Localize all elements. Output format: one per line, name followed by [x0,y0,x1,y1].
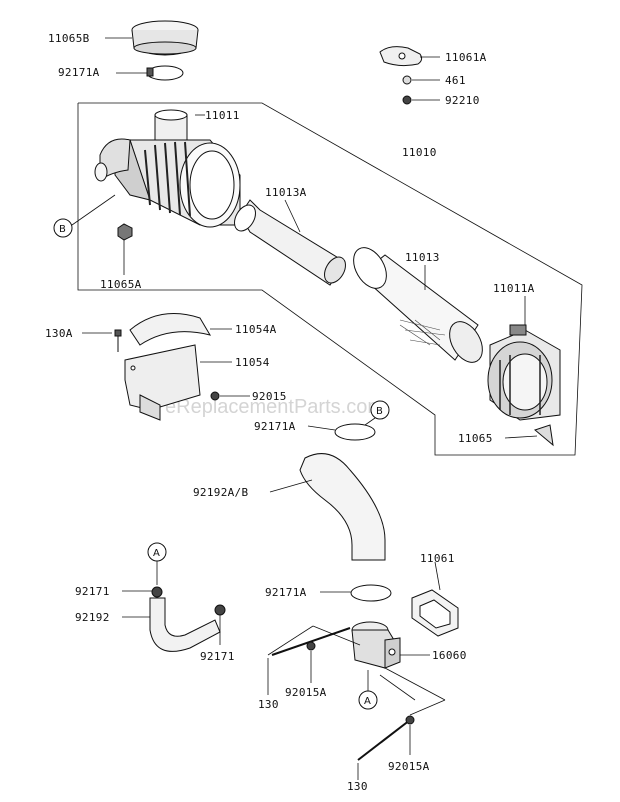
clamp-part-92171A-top [146,65,184,81]
callout-92015A-b: 92015A [388,760,430,773]
callout-92210: 92210 [445,94,480,107]
callout-11013A: 11013A [265,186,307,199]
inner-filter-part-11013A [234,199,346,286]
callout-11010: 11010 [402,146,437,159]
elbow-part-16060 [351,621,401,669]
washer-part-92015A-b [405,715,415,725]
callout-92171A-low: 92171A [265,586,307,599]
bolt-part-92015-mid [210,391,220,401]
clamp-part-92171A-mid [334,423,376,441]
callout-92015A-a: 92015A [285,686,327,699]
gasket-part-11061 [411,589,459,637]
callout-92171A-mid: 92171A [254,420,296,433]
nut-part-92210 [402,95,412,105]
cover-part-11011A [487,324,561,421]
primary-filter-part-11013 [353,247,483,363]
callout-11054A: 11054A [235,323,277,336]
ref-circle-B-mid [370,400,390,420]
clamp-part-92171A-low [350,584,392,602]
callout-A-left: A [153,548,160,559]
callout-16060: 16060 [432,649,467,662]
callout-92192: 92192 [75,611,110,624]
bracket-part-11054 [124,344,201,421]
callout-92171-a: 92171 [75,585,110,598]
callout-461: 461 [445,74,466,87]
valve-part-11065 [533,424,554,447]
callout-11065A: 11065A [100,278,142,291]
callout-11065: 11065 [458,432,493,445]
callout-B-left: B [59,224,66,235]
callout-130A: 130A [45,327,73,340]
callout-92171-b: 92171 [200,650,235,663]
air-cleaner-body-part-11011 [94,109,241,228]
clamp-part-92171-b [214,604,226,616]
callout-11011: 11011 [205,109,240,122]
washer-part-92015A-a [306,641,316,651]
callout-130-b: 130 [347,780,368,793]
callout-92192AB: 92192A/B [193,486,248,499]
washer-part-461 [402,75,412,85]
callout-11065B: 11065B [48,32,90,45]
callout-92015-mid: 92015 [252,390,287,403]
gasket-part-11061A [379,46,423,67]
ref-circle-B-left [53,218,73,238]
watermark: eReplacementParts.com [165,396,384,418]
callout-92171A-top: 92171A [58,66,100,79]
callout-130-a: 130 [258,698,279,711]
callout-11013: 11013 [405,251,440,264]
cap-part-11065B [131,20,199,56]
hose-part-92192AB [299,453,386,561]
bolt-part-130-b [357,719,411,761]
nut-part-11065A [117,223,133,241]
callout-A-low: A [364,696,371,707]
callout-11061: 11061 [420,552,455,565]
callout-B-mid: B [376,406,383,417]
clamp-part-92171-a [151,586,163,598]
bolt-part-130A [114,329,122,352]
shield-part-11054A [129,313,212,346]
assembly-outline-11010 [77,102,583,456]
callout-11011A: 11011A [493,282,535,295]
hose-part-92192 [149,597,221,652]
callout-11054: 11054 [235,356,270,369]
callout-11061A: 11061A [445,51,487,64]
